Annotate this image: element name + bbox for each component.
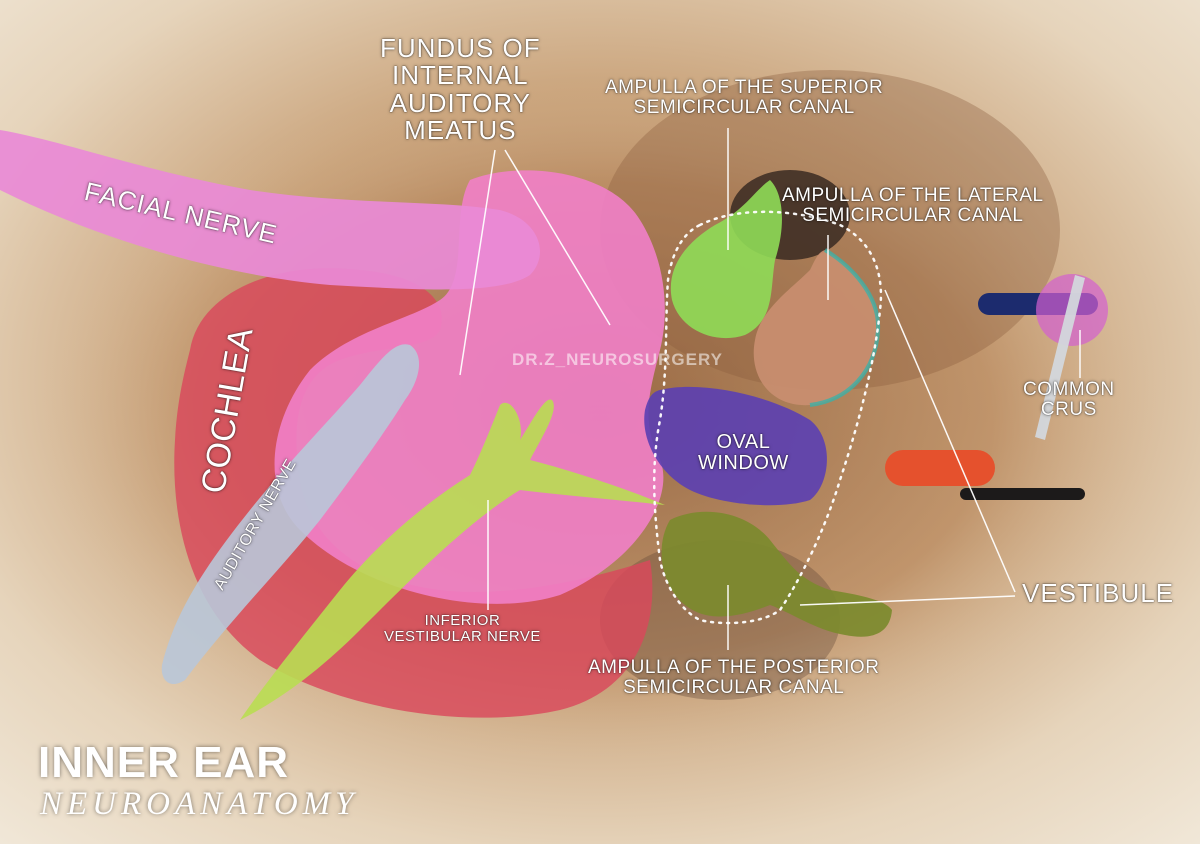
black-probe: [960, 488, 1085, 500]
leader-vestibule-1: [884, 289, 1016, 593]
ampulla-lateral-shape: [753, 250, 879, 406]
cochlea-shape: [174, 268, 653, 718]
leader-vestibule-2: [799, 595, 1016, 606]
page-subtitle: NEUROANATOMY: [40, 786, 359, 822]
ampulla-posterior-shape: [661, 511, 892, 637]
leader-lines: [459, 128, 1081, 650]
ampulla-superior-shape: [670, 180, 782, 339]
fundus-shape: [274, 170, 665, 604]
auditory-nerve-shape: [161, 344, 420, 685]
label-inferior-vestibular: INFERIOR VESTIBULAR NERVE: [384, 612, 541, 645]
oval-window-shape: [644, 386, 827, 506]
label-vestibule: VESTIBULE: [1022, 578, 1175, 608]
leader-fundus-1: [459, 149, 496, 376]
label-ampulla-superior: AMPULLA OF THE SUPERIOR SEMICIRCULAR CAN…: [605, 77, 884, 118]
silver-probe: [1035, 275, 1085, 440]
leader-fundus-2: [504, 149, 611, 326]
label-ampulla-lateral: AMPULLA OF THE LATERAL SEMICIRCULAR CANA…: [782, 185, 1044, 226]
label-fundus: FUNDUS OF INTERNAL AUDITORY MEATUS: [380, 33, 541, 145]
label-ampulla-posterior: AMPULLA OF THE POSTERIOR SEMICIRCULAR CA…: [588, 657, 880, 698]
page-title: INNER EAR: [38, 738, 290, 787]
label-oval-window: OVAL WINDOW: [698, 431, 789, 474]
label-common-crus: COMMON CRUS: [1023, 379, 1115, 420]
orange-probe: [885, 450, 995, 486]
inferior-vestibular-nerve-shape: [240, 399, 665, 720]
watermark: DR.Z_NEUROSURGERY: [512, 350, 723, 369]
facial-nerve-shape: [0, 130, 540, 290]
